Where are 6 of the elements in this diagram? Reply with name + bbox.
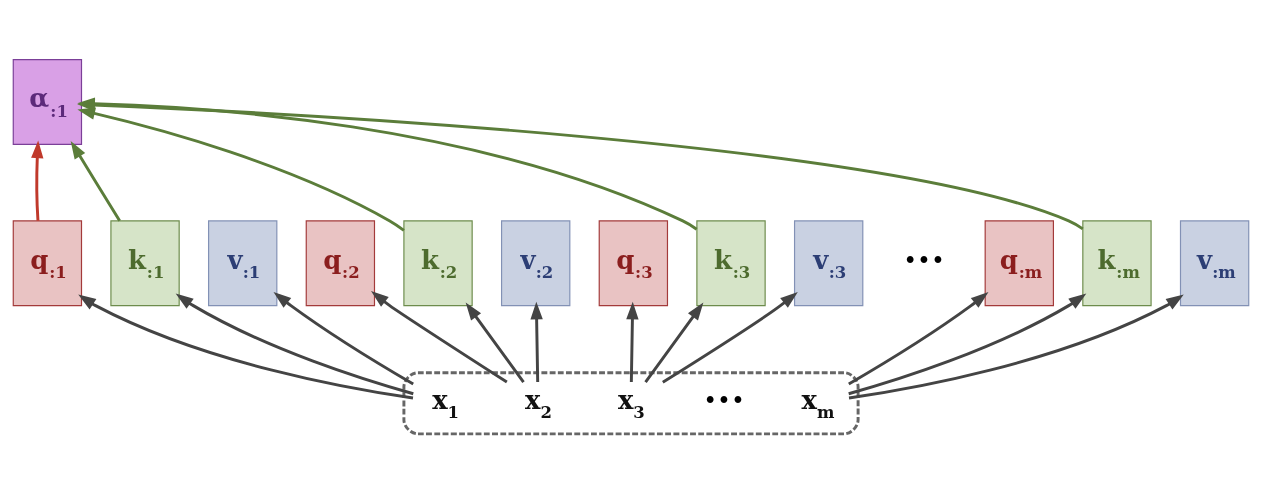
node-text: x$_{2}$ [525, 384, 552, 422]
node-text: x$_{3}$ [618, 384, 645, 422]
label: ••• [903, 246, 945, 275]
node-text: x$_{m}$ [801, 384, 835, 422]
node-text: x$_{1}$ [432, 384, 459, 422]
label: ••• [703, 386, 745, 415]
